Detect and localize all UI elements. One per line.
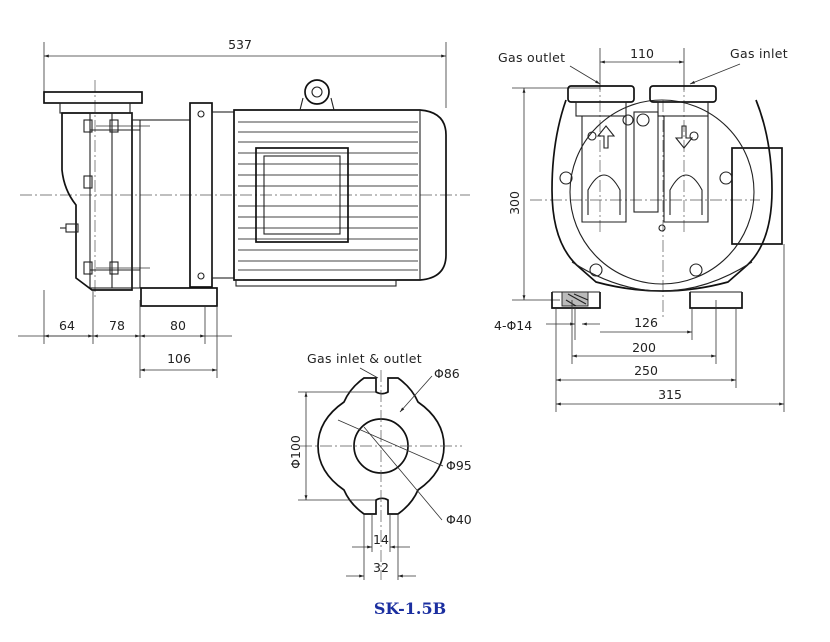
dim-overall-length: 537: [228, 37, 252, 52]
dim-315: 315: [658, 387, 682, 402]
dim-80: 80: [170, 318, 186, 333]
dim-200: 200: [632, 340, 656, 355]
dim-phi95: Φ95: [446, 458, 472, 473]
label-gas-outlet: Gas outlet: [498, 50, 565, 65]
dim-106: 106: [167, 351, 191, 366]
casing-bolts: [559, 113, 733, 277]
dim-phi100: Φ100: [288, 435, 303, 469]
drawing-title: SK-1.5B: [374, 599, 446, 618]
dim-250: 250: [634, 363, 658, 378]
dim-14: 14: [373, 532, 389, 547]
side-view: 537: [18, 37, 470, 378]
label-gas-inlet-outlet: Gas inlet & outlet: [307, 351, 422, 366]
dim-126: 126: [634, 315, 658, 330]
dim-78: 78: [109, 318, 125, 333]
flange-view: Gas inlet & outlet Φ86 Φ95 Φ40 Φ100 14 3…: [288, 351, 472, 580]
dim-bolt-holes: 4-Φ14: [494, 318, 532, 333]
dim-300: 300: [507, 191, 522, 215]
dim-32: 32: [373, 560, 389, 575]
dim-110: 110: [630, 46, 654, 61]
dim-64: 64: [59, 318, 75, 333]
front-view: Gas outlet Gas inlet 110 300: [494, 46, 788, 412]
motor-cooling-fins: [238, 121, 418, 271]
label-gas-inlet: Gas inlet: [730, 46, 788, 61]
dim-phi86: Φ86: [434, 366, 460, 381]
dim-phi40: Φ40: [446, 512, 472, 527]
